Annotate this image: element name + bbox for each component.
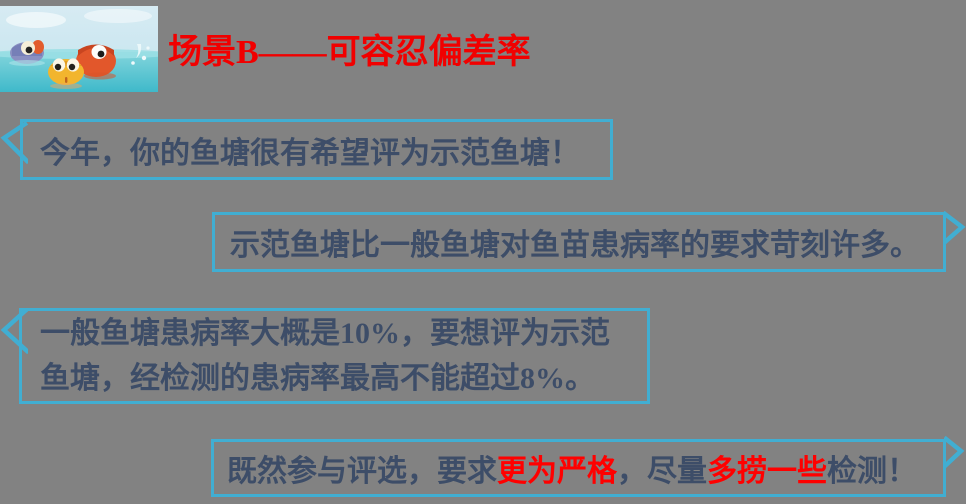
- speech-bubble-2-text: 示范鱼塘比一般鱼塘对鱼苗患病率的要求苛刻许多。: [230, 229, 920, 262]
- speech-tail-right-icon: [943, 211, 966, 245]
- segment-plain: 检测！: [827, 455, 917, 488]
- speech-bubble-2: 示范鱼塘比一般鱼塘对鱼苗患病率的要求苛刻许多。: [212, 212, 946, 272]
- speech-tail-left-icon: [0, 120, 28, 164]
- speech-bubble-3-line-1: 一般鱼塘患病率大概是10%，要想评为示范: [40, 317, 610, 350]
- speech-bubble-4-text: 既然参与评选，要求更为严格，尽量多捞一些检测！: [227, 446, 943, 490]
- speech-bubble-3: 一般鱼塘患病率大概是10%，要想评为示范 鱼塘，经检测的患病率最高不能超过8%。: [19, 308, 650, 404]
- speech-bubble-3-line-2: 鱼塘，经检测的患病率最高不能超过8%。: [40, 362, 595, 395]
- segment-plain: ，尽量: [617, 455, 707, 488]
- segment-plain: 既然参与评选，要求: [227, 455, 497, 488]
- speech-tail-right-icon: [944, 436, 965, 468]
- fish-clipart-image: [0, 6, 158, 92]
- speech-bubble-1-text: 今年，你的鱼塘很有希望评为示范鱼塘！: [40, 136, 580, 170]
- slide-title: 场景B——可容忍偏差率: [168, 34, 531, 71]
- speech-tail-left-icon: [0, 307, 28, 354]
- segment-emphasis-red: 更为严格: [497, 455, 617, 488]
- fish-illustration: [0, 6, 158, 92]
- speech-bubble-4: 既然参与评选，要求更为严格，尽量多捞一些检测！: [211, 439, 946, 497]
- speech-bubble-1: 今年，你的鱼塘很有希望评为示范鱼塘！: [20, 119, 613, 180]
- segment-emphasis-red: 多捞一些: [707, 455, 827, 488]
